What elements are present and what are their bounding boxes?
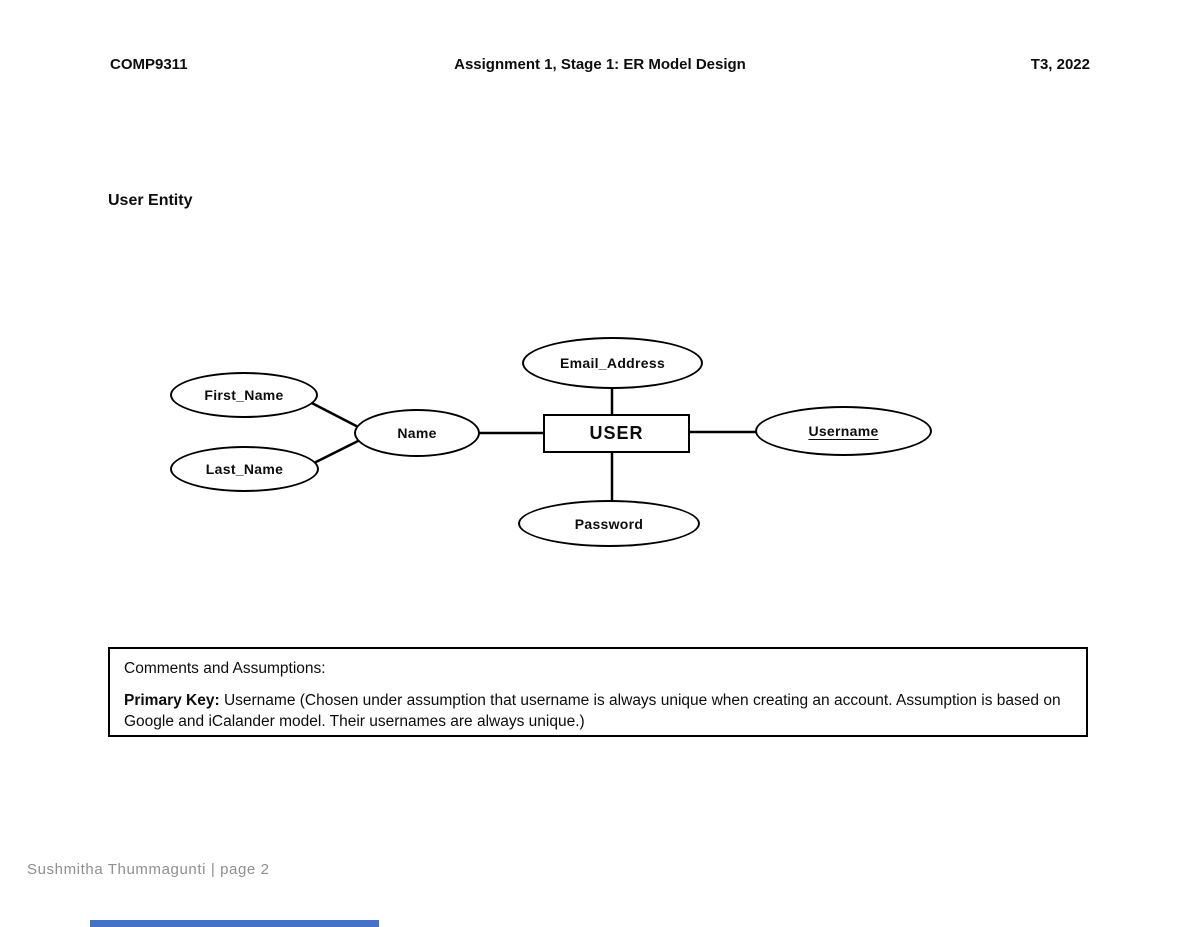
attribute-label-first-name: First_Name bbox=[204, 387, 284, 403]
attribute-label-name: Name bbox=[397, 425, 437, 441]
attribute-label-last-name: Last_Name bbox=[205, 461, 284, 477]
attribute-ellipse-last-name: Last_Name bbox=[170, 446, 319, 492]
primary-key-text: Username (Chosen under assumption that u… bbox=[124, 692, 1061, 730]
attribute-ellipse-first-name: First_Name bbox=[170, 372, 318, 418]
attribute-ellipse-password: Password bbox=[518, 500, 700, 547]
header-title: Assignment 1, Stage 1: ER Model Design bbox=[454, 56, 746, 73]
attribute-label-email: Email_Address bbox=[559, 355, 666, 371]
footer-author-page: Sushmitha Thummagunti | page 2 bbox=[27, 861, 270, 878]
section-title: User Entity bbox=[108, 192, 193, 209]
attribute-ellipse-email: Email_Address bbox=[522, 337, 703, 389]
page-progress-bar bbox=[90, 920, 379, 927]
entity-rect-user: USER bbox=[543, 414, 690, 453]
comments-title: Comments and Assumptions: bbox=[124, 660, 326, 677]
header-course-code: COMP9311 bbox=[110, 56, 188, 73]
primary-key-paragraph: Primary Key: Username (Chosen under assu… bbox=[124, 690, 1072, 732]
attribute-label-password: Password bbox=[574, 515, 644, 532]
attribute-ellipse-name: Name bbox=[354, 409, 480, 457]
header-term: T3, 2022 bbox=[1030, 56, 1090, 73]
attribute-label-username: Username bbox=[808, 423, 879, 439]
comments-box: Comments and Assumptions: Primary Key: U… bbox=[108, 647, 1088, 737]
primary-key-label: Primary Key: bbox=[124, 692, 220, 709]
attribute-ellipse-username-primary-key: Username bbox=[755, 406, 932, 456]
entity-label-user: USER bbox=[589, 423, 644, 443]
